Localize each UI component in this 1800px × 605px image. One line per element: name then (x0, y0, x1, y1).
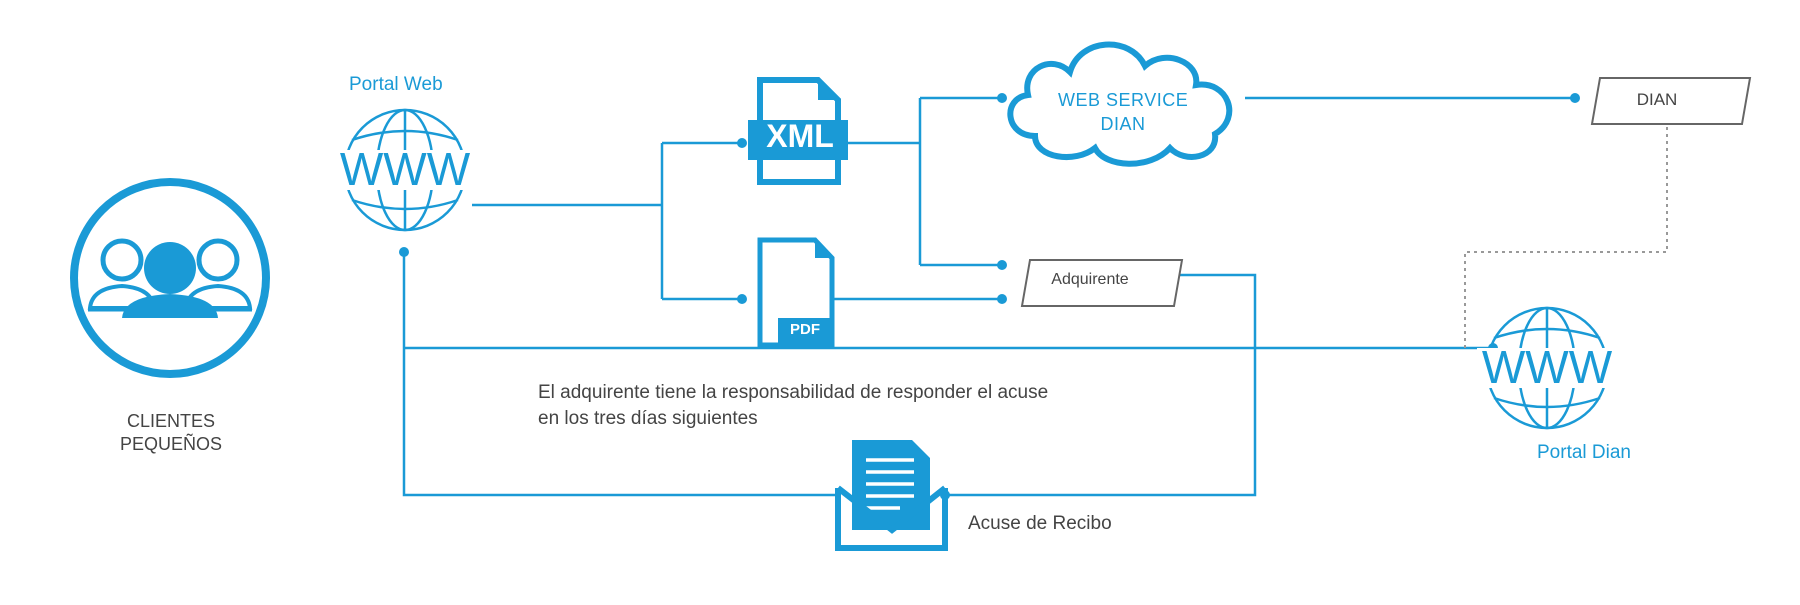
adquirente-label: Adquirente (1051, 271, 1129, 288)
dot-xml (737, 138, 747, 148)
note-text: El adquirente tiene la responsabilidad d… (538, 380, 1048, 432)
webservice-label-line1: WEB SERVICE (1058, 90, 1189, 110)
globe-icon-portal-dian: WWW (1477, 306, 1617, 430)
dot-portal-web (399, 247, 409, 257)
dot-pdf (737, 294, 747, 304)
connector-lines (402, 96, 1575, 497)
globe-icon-portal-web: WWW (335, 108, 475, 232)
dotted-line-dian (1464, 127, 1668, 348)
portal-web-label: Portal Web (349, 74, 443, 95)
note-line1: El adquirente tiene la responsabilidad d… (538, 382, 1049, 403)
clientes-label: CLIENTES PEQUEÑOS (96, 410, 246, 456)
cloud-icon (1007, 41, 1233, 167)
pdf-file-icon (757, 237, 835, 348)
clientes-label-line1: CLIENTES (126, 411, 216, 431)
acuse-label: Acuse de Recibo (968, 513, 1112, 534)
www-text-portal-web: WWW (340, 143, 471, 195)
webservice-label-line2: DIAN (1100, 114, 1146, 134)
portal-dian-label: Portal Dian (1537, 442, 1631, 463)
www-text-portal-dian: WWW (1482, 341, 1613, 393)
clientes-icon (70, 178, 270, 378)
xml-label: XML (766, 118, 834, 154)
line-adquirente-down (945, 273, 1257, 497)
dot-adquirente-b (997, 294, 1007, 304)
webservice-label: WEB SERVICE DIAN (1058, 88, 1188, 136)
line-acuse-to-portal (402, 252, 835, 497)
connector-dots (399, 93, 1580, 500)
dian-box (1590, 77, 1752, 125)
dot-dian (1570, 93, 1580, 103)
dian-label: DIAN (1636, 90, 1678, 109)
dot-webservice (997, 93, 1007, 103)
clientes-label-line2: PEQUEÑOS (119, 434, 223, 454)
pdf-label: PDF (790, 321, 820, 338)
dot-adquirente-a (997, 260, 1007, 270)
xml-file-icon (748, 77, 848, 185)
envelope-icon (835, 438, 948, 551)
note-line2: en los tres días siguientes (538, 408, 758, 429)
adquirente-box (1020, 259, 1184, 307)
